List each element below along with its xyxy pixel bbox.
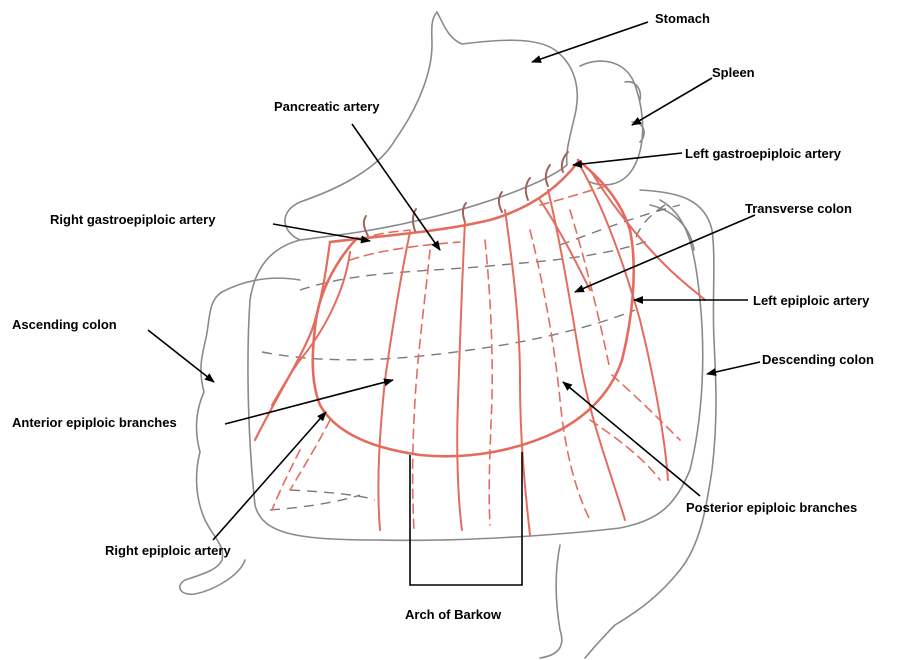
left-gastroepiploic-pointer [573,153,682,165]
label-arch-of-barkow: Arch of Barkow [405,607,502,622]
label-right-gastroepiploic-artery: Right gastroepiploic artery [50,212,216,227]
stomach-outline [285,12,577,240]
transverse-colon-pointer [575,215,755,292]
label-left-epiploic-artery: Left epiploic artery [753,293,870,308]
transverse-colon-outline [248,200,703,540]
label-transverse-colon: Transverse colon [745,201,852,216]
label-right-epiploic-artery: Right epiploic artery [105,543,231,558]
anterior-epiploic-pointer [225,380,393,424]
stomach-pointer [532,22,648,62]
label-ascending-colon: Ascending colon [12,317,117,332]
right-epiploic-artery-line [313,160,634,456]
spleen-pointer [632,78,712,125]
arch-of-barkow-bracket [410,452,522,585]
label-descending-colon: Descending colon [762,352,874,367]
descending-colon-outline [540,190,716,658]
label-spleen: Spleen [712,65,755,80]
label-stomach: Stomach [655,11,710,26]
label-left-gastroepiploic-artery: Left gastroepiploic artery [685,146,842,161]
right-epiploic-pointer [213,412,326,540]
label-anterior-epiploic-branches: Anterior epiploic branches [12,415,177,430]
label-pancreatic-artery: Pancreatic artery [274,99,380,114]
ascending-colon-pointer [148,330,214,382]
label-posterior-epiploic-branches: Posterior epiploic branches [686,500,857,515]
